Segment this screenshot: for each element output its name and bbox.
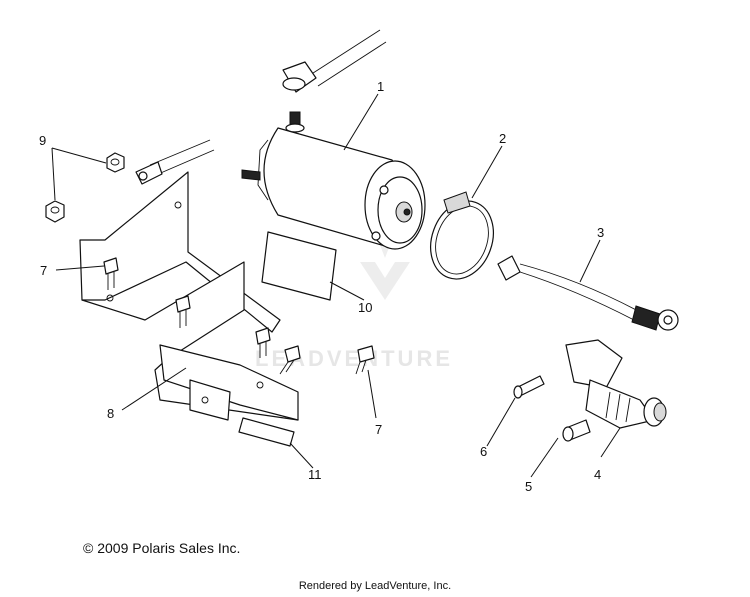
- pad: [261, 231, 337, 301]
- rendered-by-text: Rendered by LeadVenture, Inc.: [298, 580, 452, 592]
- leader-lines: [51, 93, 621, 478]
- callout-7-left: 7: [40, 263, 47, 278]
- callout-4: 4: [594, 467, 601, 482]
- hose-clamp: [430, 191, 494, 280]
- callout-11: 11: [308, 467, 322, 482]
- starter-cable: [497, 255, 679, 331]
- callout-10: 10: [358, 300, 372, 315]
- callout-8: 8: [107, 406, 114, 421]
- bolt-5: [562, 419, 591, 442]
- starter-motor: [241, 111, 426, 250]
- callout-5: 5: [525, 479, 532, 494]
- bolt-6: [513, 375, 545, 399]
- callout-9: 9: [39, 133, 46, 148]
- ground-cable: [135, 139, 215, 185]
- starter-drive: [565, 339, 667, 429]
- callout-2: 2: [499, 131, 506, 146]
- mounting-bracket: [79, 171, 299, 421]
- callout-1: 1: [377, 79, 384, 94]
- callout-numbers: 1 2 3 4 5 6 7 7 8 9 10 11: [39, 79, 604, 494]
- bracket-bolts: [103, 257, 375, 375]
- callout-6: 6: [480, 444, 487, 459]
- battery-cable-top: [282, 29, 387, 93]
- small-pad: [238, 417, 295, 447]
- callout-7-right: 7: [375, 422, 382, 437]
- copyright-text: © 2009 Polaris Sales Inc.: [83, 540, 241, 556]
- nuts: [45, 152, 125, 223]
- callout-3: 3: [597, 225, 604, 240]
